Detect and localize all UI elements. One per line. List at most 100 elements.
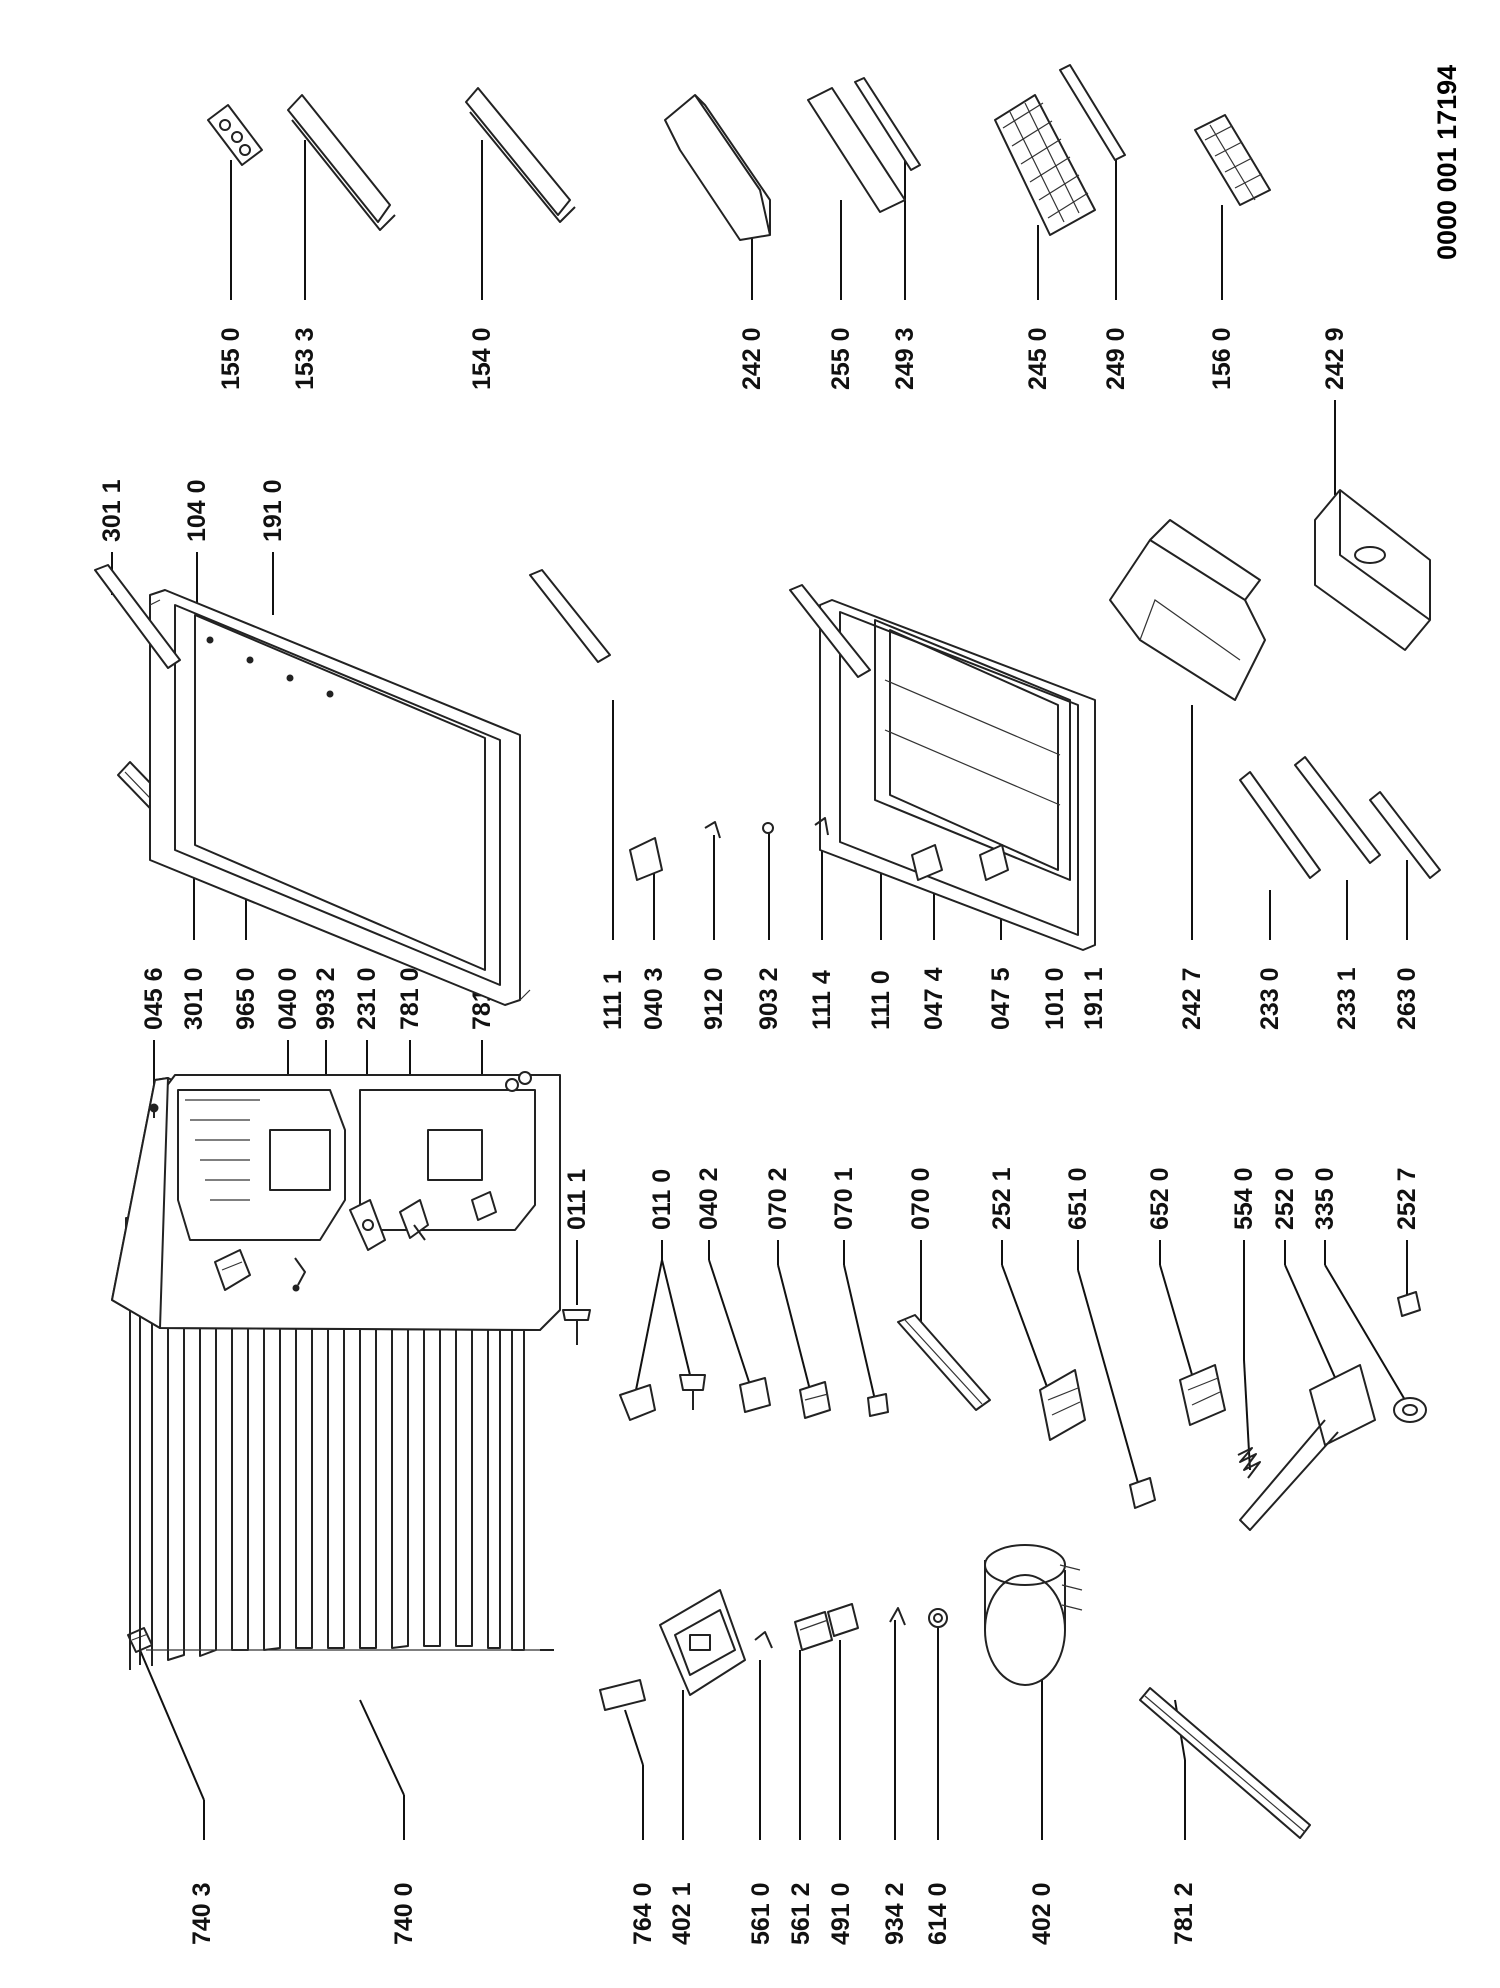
part-233-0-rail <box>1239 771 1321 879</box>
part-label-111-1: 111 1 <box>599 970 627 1030</box>
part-label-154-0: 154 0 <box>468 327 496 390</box>
part-label-047-5: 047 5 <box>987 967 1015 1030</box>
part-label-011-1: 011 1 <box>563 1169 591 1230</box>
part-label-242-0: 242 0 <box>738 327 766 390</box>
part-040-0-bracket <box>214 1249 251 1291</box>
part-070-2-bracket <box>799 1381 831 1419</box>
part-155-0-egg-tray <box>207 104 263 166</box>
part-label-263-0: 263 0 <box>1393 967 1421 1030</box>
part-554-0-spring <box>1237 1447 1261 1479</box>
part-label-255-0: 255 0 <box>827 327 855 390</box>
part-252-0-bracket <box>1239 1364 1376 1531</box>
part-label-402-0: 402 0 <box>1028 1882 1056 1945</box>
part-263-0-rail <box>1369 791 1441 879</box>
part-label-740-3: 740 3 <box>188 1882 216 1945</box>
part-label-740-0: 740 0 <box>390 1882 418 1945</box>
part-label-231-0: 231 0 <box>353 967 381 1030</box>
part-label-934-2: 934 2 <box>881 1882 909 1945</box>
part-104-0-door-upper <box>149 589 531 1006</box>
leaders-column-2 <box>576 1240 1408 1491</box>
part-111-1-strip <box>529 569 611 663</box>
part-label-252-0: 252 0 <box>1271 1167 1299 1230</box>
part-301-1-trim <box>94 564 181 669</box>
part-label-011-0: 011 0 <box>648 1169 676 1230</box>
part-label-561-2: 561 2 <box>787 1882 815 1945</box>
part-153-3-door-shelf <box>287 94 396 231</box>
part-047-5 <box>979 844 1009 881</box>
part-label-781-2: 781 2 <box>1170 1882 1198 1945</box>
part-402-0-compressor <box>984 1544 1083 1686</box>
part-label-491-0: 491 0 <box>827 1882 855 1945</box>
part-label-233-0: 233 0 <box>1256 967 1284 1030</box>
part-040-2-clip <box>739 1377 771 1413</box>
part-781-0-foot <box>399 1199 429 1241</box>
part-label-040-0: 040 0 <box>274 967 302 1030</box>
part-011-0-screws <box>619 1374 706 1421</box>
part-101-0-door-lower <box>819 599 1096 951</box>
part-label-301-0: 301 0 <box>180 967 208 1030</box>
part-label-101-0: 101 0 <box>1041 967 1069 1030</box>
part-label-040-3: 040 3 <box>640 967 668 1030</box>
label-column-2: 011 1 011 0 040 2 070 2 070 1 070 0 252 … <box>563 1167 1421 1230</box>
part-label-153-3: 153 3 <box>291 327 319 390</box>
part-764-0 <box>599 1679 646 1711</box>
part-249-0-trim <box>1059 64 1126 161</box>
part-label-070-1: 070 1 <box>830 1167 858 1230</box>
part-label-111-4: 111 4 <box>808 970 836 1030</box>
part-label-047-4: 047 4 <box>920 967 948 1030</box>
label-column-5: 155 0 153 3 154 0 242 0 255 0 249 3 245 … <box>217 327 1349 390</box>
part-label-191-0: 191 0 <box>259 479 287 542</box>
part-233-1-rail <box>1294 756 1381 864</box>
part-242-9-drawer <box>1314 489 1431 651</box>
part-651-0-relay <box>1129 1477 1156 1509</box>
part-label-245-0: 245 0 <box>1024 327 1052 390</box>
part-335-0-ring <box>1393 1397 1427 1423</box>
label-column-3: 045 6 301 0 965 0 040 0 993 2 231 0 781 … <box>140 967 1421 1030</box>
part-label-554-0: 554 0 <box>1230 1167 1258 1230</box>
part-label-764-0: 764 0 <box>629 1882 657 1945</box>
part-label-561-0: 561 0 <box>747 1882 775 1945</box>
part-label-155-0: 155 0 <box>217 327 245 390</box>
part-154-0-door-shelf <box>465 87 576 223</box>
part-label-249-3: 249 3 <box>891 327 919 390</box>
part-label-045-6: 045 6 <box>140 967 168 1030</box>
part-label-965-0: 965 0 <box>232 967 260 1030</box>
part-label-993-2: 993 2 <box>312 967 340 1030</box>
part-242-0-box <box>664 94 771 241</box>
part-label-252-1: 252 1 <box>988 1167 1016 1230</box>
part-label-191-1: 191 1 <box>1080 967 1108 1030</box>
part-047-4 <box>911 844 943 881</box>
part-040-3 <box>629 837 663 881</box>
label-column-1: 740 3 740 0 764 0 402 1 561 0 561 2 491 … <box>188 1882 1198 1945</box>
part-245-0-wire-shelf <box>994 94 1096 236</box>
part-231-0-plate <box>349 1199 386 1251</box>
part-561-2-block <box>794 1611 833 1651</box>
part-label-651-0: 651 0 <box>1064 1167 1092 1230</box>
part-903-2 <box>762 822 774 834</box>
part-label-070-2: 070 2 <box>764 1167 792 1230</box>
part-255-0-shelf <box>807 87 906 213</box>
document-number: 0000 001 17194 <box>1432 65 1462 260</box>
part-label-335-0: 335 0 <box>1311 1167 1339 1230</box>
part-111-4 <box>814 817 829 836</box>
part-label-242-7: 242 7 <box>1178 967 1206 1030</box>
part-252-7 <box>1397 1291 1421 1317</box>
part-993-2-cable <box>292 1257 306 1292</box>
part-label-156-0: 156 0 <box>1208 327 1236 390</box>
part-label-903-2: 903 2 <box>755 967 783 1030</box>
part-label-242-9: 242 9 <box>1321 327 1349 390</box>
part-label-111-0: 111 0 <box>867 970 895 1030</box>
part-label-252-7: 252 7 <box>1393 1167 1421 1230</box>
label-column-4: 301 1 104 0 191 0 <box>98 479 287 542</box>
part-label-402-1: 402 1 <box>668 1882 696 1945</box>
part-label-781-0: 781 0 <box>396 967 424 1030</box>
part-156-0-ice-tray <box>1194 114 1271 206</box>
part-561-0 <box>754 1631 773 1649</box>
part-402-1-cover <box>659 1589 746 1696</box>
part-070-0-strip <box>897 1314 991 1411</box>
leaders-column-5 <box>230 140 1336 495</box>
part-614-0-grommet <box>928 1608 948 1628</box>
part-label-614-0: 614 0 <box>924 1882 952 1945</box>
part-934-2-wire <box>889 1607 906 1626</box>
part-111-0-strip <box>789 584 871 678</box>
